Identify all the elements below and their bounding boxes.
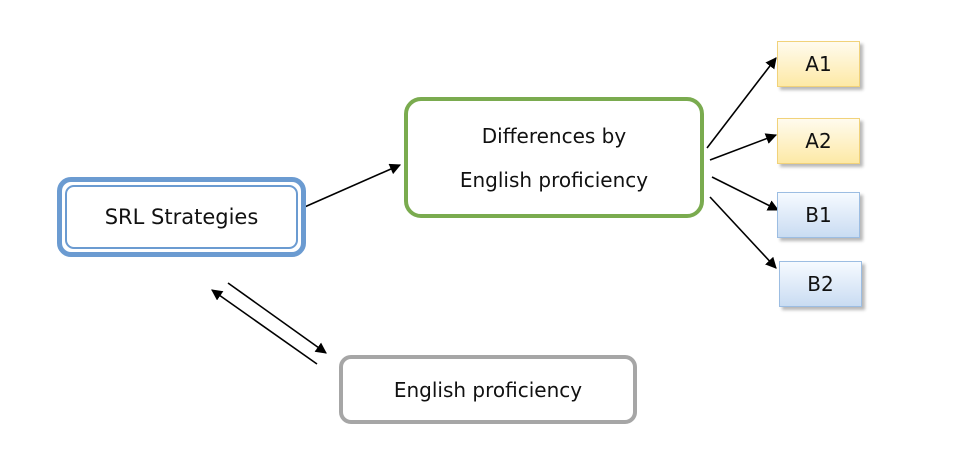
differences-label-line1: Differences by [481,123,627,148]
arrow-to-b1 [711,176,780,211]
level-a2-node: A2 [777,118,860,164]
level-a1-node: A1 [777,41,860,87]
arrow-to-a1 [706,57,777,149]
level-b1-node: B1 [777,192,860,238]
arrow-english-to-srl [211,289,318,365]
english-proficiency-label: English proficiency [393,377,583,402]
arrow-to-a2 [709,133,778,161]
arrow-srl-to-english [227,282,327,354]
differences-label-line2: English proficiency [459,167,649,192]
srl-strategies-label: SRL Strategies [104,205,259,229]
arrow-srl-to-differences [299,163,402,210]
level-b2-node: B2 [779,261,862,307]
srl-strategies-node: SRL Strategies [57,177,306,257]
arrow-to-b2 [709,196,777,269]
differences-node: Differences by English proficiency [404,97,704,218]
english-proficiency-node: English proficiency [339,355,637,424]
